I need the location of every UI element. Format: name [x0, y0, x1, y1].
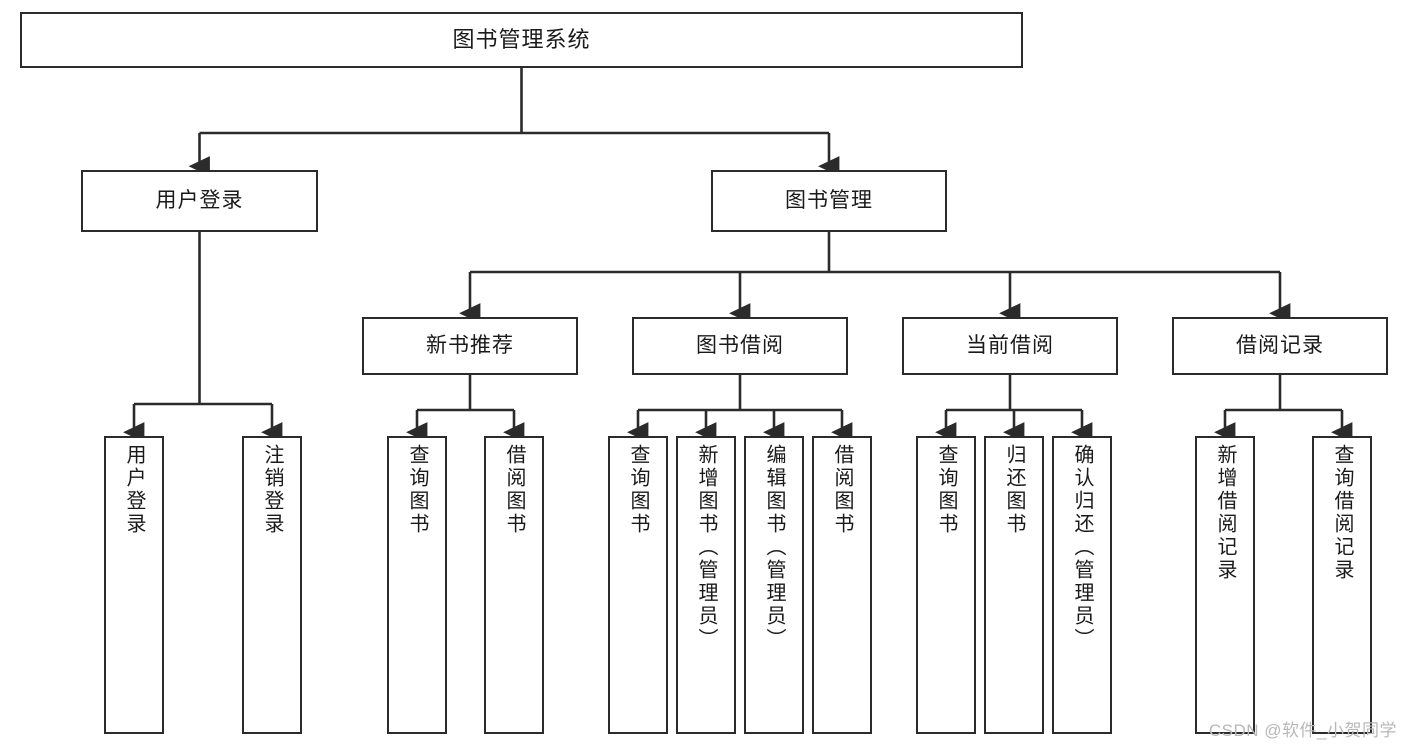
node-borrow-record[interactable]: 借阅记录	[1172, 317, 1388, 375]
node-leaf-borrow-book-2[interactable]: 借阅图书	[812, 436, 872, 734]
node-leaf-edit-book[interactable]: 编辑图书（管理员）	[744, 436, 804, 734]
node-leaf-return-book[interactable]: 归还图书	[984, 436, 1044, 734]
node-leaf-logout[interactable]: 注销登录	[242, 436, 302, 734]
node-book-manage[interactable]: 图书管理	[711, 170, 947, 232]
node-leaf-query-book-1[interactable]: 查询图书	[387, 436, 447, 734]
node-leaf-add-book-label: 新增图书（管理员）	[695, 444, 717, 651]
node-leaf-logout-label: 注销登录	[261, 444, 283, 536]
node-leaf-query-book-2[interactable]: 查询图书	[608, 436, 668, 734]
node-new-book-rec-label: 新书推荐	[426, 334, 514, 358]
node-book-borrow[interactable]: 图书借阅	[632, 317, 848, 375]
node-leaf-user-login-label: 用户登录	[123, 444, 145, 536]
node-leaf-return-book-label: 归还图书	[1003, 444, 1025, 536]
node-leaf-add-book[interactable]: 新增图书（管理员）	[676, 436, 736, 734]
node-book-manage-label: 图书管理	[785, 189, 873, 213]
node-leaf-query-book-2-label: 查询图书	[627, 444, 649, 536]
csdn-watermark: CSDN @软件_小贺同学	[1208, 721, 1397, 740]
edges-group	[123, 68, 1353, 443]
node-leaf-borrow-book-2-label: 借阅图书	[831, 444, 853, 536]
node-leaf-add-record-label: 新增借阅记录	[1214, 444, 1236, 582]
node-root-label: 图书管理系统	[452, 26, 591, 52]
node-current-borrow-label: 当前借阅	[966, 334, 1054, 358]
node-leaf-borrow-book-1[interactable]: 借阅图书	[484, 436, 544, 734]
node-user-login-label: 用户登录	[155, 189, 244, 213]
node-leaf-confirm-return[interactable]: 确认归还（管理员）	[1052, 436, 1112, 734]
node-new-book-rec[interactable]: 新书推荐	[362, 317, 578, 375]
node-book-borrow-label: 图书借阅	[696, 334, 784, 358]
node-leaf-user-login[interactable]: 用户登录	[104, 436, 164, 734]
node-root[interactable]: 图书管理系统	[20, 12, 1023, 68]
node-borrow-record-label: 借阅记录	[1236, 334, 1324, 358]
node-leaf-query-book-1-label: 查询图书	[406, 444, 428, 536]
node-leaf-borrow-book-1-label: 借阅图书	[503, 444, 525, 536]
node-leaf-add-record[interactable]: 新增借阅记录	[1195, 436, 1255, 734]
node-leaf-query-book-3[interactable]: 查询图书	[916, 436, 976, 734]
node-current-borrow[interactable]: 当前借阅	[902, 317, 1118, 375]
node-leaf-query-record-label: 查询借阅记录	[1331, 444, 1353, 582]
node-leaf-query-record[interactable]: 查询借阅记录	[1312, 436, 1372, 734]
node-user-login[interactable]: 用户登录	[81, 170, 318, 232]
node-leaf-query-book-3-label: 查询图书	[935, 444, 957, 536]
node-leaf-confirm-return-label: 确认归还（管理员）	[1071, 444, 1093, 651]
node-leaf-edit-book-label: 编辑图书（管理员）	[763, 444, 785, 651]
